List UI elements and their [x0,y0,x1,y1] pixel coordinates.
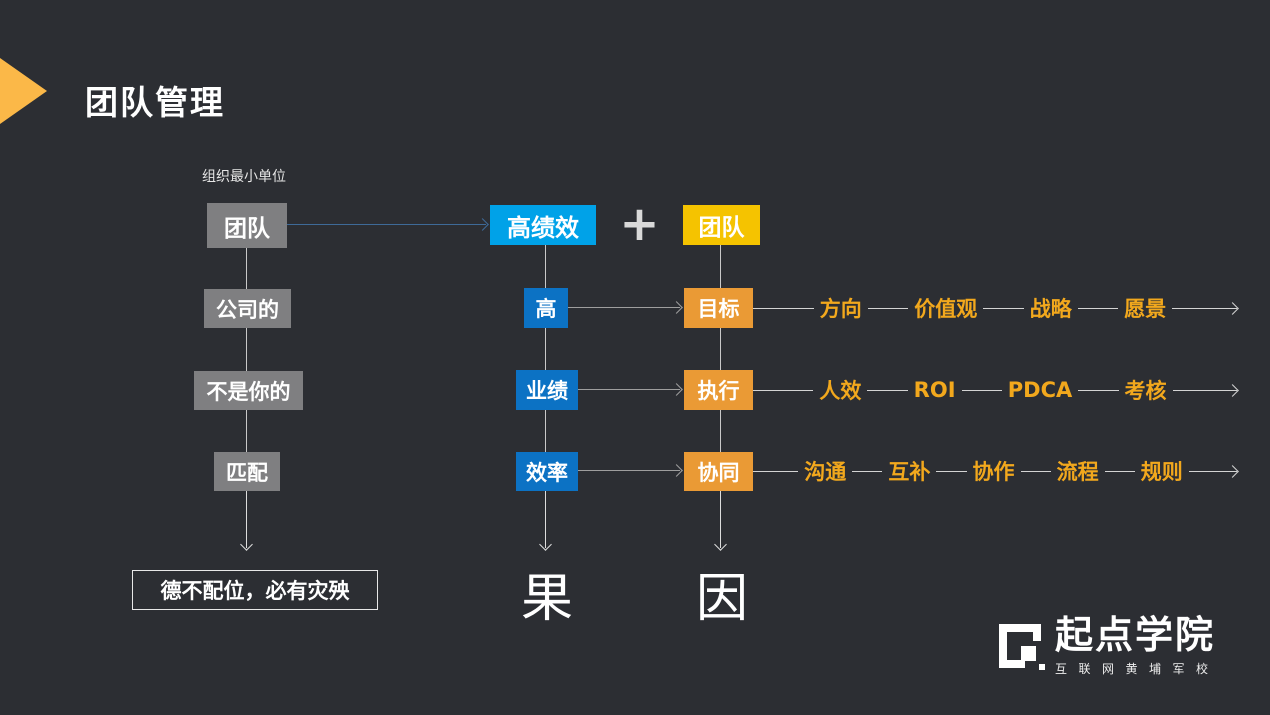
chain-word: 人效 [819,379,862,403]
down-arrow-icon [545,491,546,548]
chain-word: 沟通 [804,460,847,484]
connector-line [246,248,247,289]
chain-line [983,307,1024,309]
brand-logo: 起点学院 互联网黄埔军校 [997,613,1220,677]
chain-line [1078,389,1119,391]
accent-triangle-icon [0,58,47,124]
connector-line [246,328,247,371]
chain-arrow-icon [1188,470,1237,472]
connector-line [246,410,247,452]
arrow-efficiency-to-synergy-icon [578,470,680,471]
chain-word: 价值观 [914,297,978,321]
chain-row-goal: 方向 价值观 战略 愿景 [753,292,1237,324]
box-results: 业绩 [516,370,578,410]
connector-line [720,245,721,288]
chain-line [1077,307,1119,309]
chain-arrow-icon [1172,389,1237,391]
chain-line [852,470,883,472]
connector-line [720,328,721,370]
connector-line [545,328,546,370]
chain-line [1020,470,1051,472]
chain-line [753,389,814,391]
connector-line [545,410,546,452]
box-high: 高 [524,288,568,328]
chain-word: 愿景 [1124,297,1167,321]
chain-line [1104,470,1135,472]
box-match: 匹配 [214,452,280,491]
chain-word: PDCA [1007,378,1073,402]
box-team-right: 团队 [683,205,760,245]
logo-name: 起点学院 [1055,613,1216,657]
box-synergy: 协同 [684,452,753,491]
box-execution: 执行 [684,370,753,410]
annotation-label: 组织最小单位 [202,169,286,185]
chain-line [961,389,1002,391]
quote-box: 德不配位，必有灾殃 [132,570,378,610]
chain-line [867,307,909,309]
box-company: 公司的 [204,289,291,328]
plus-sign: + [619,196,660,252]
box-high-performance: 高绩效 [490,205,596,245]
chain-word: ROI [913,378,956,402]
down-arrow-icon [246,491,247,548]
chain-line [753,307,814,309]
chain-word: 协作 [972,460,1015,484]
chain-word: 战略 [1029,297,1072,321]
logo-tagline: 互联网黄埔军校 [1055,661,1220,676]
chain-line [936,470,967,472]
box-goal: 目标 [684,288,753,328]
chain-line [753,470,799,472]
arrow-results-to-execution-icon [578,389,680,390]
connector-line [720,410,721,452]
chain-row-synergy: 沟通 互补 协作 流程 规则 [753,455,1237,487]
arrow-high-to-goal-icon [568,307,680,308]
box-team-left: 团队 [207,203,287,248]
chain-word: 互补 [888,460,931,484]
label-effect: 果 [521,569,574,629]
chain-word: 考核 [1124,379,1167,403]
chain-row-execution: 人效 ROI PDCA 考核 [753,374,1237,406]
down-arrow-icon [720,491,721,548]
label-cause: 因 [696,569,749,629]
chain-line [867,389,908,391]
box-not-yours: 不是你的 [194,371,303,410]
box-efficiency: 效率 [516,452,578,491]
chain-arrow-icon [1172,307,1237,309]
chain-word: 流程 [1056,460,1099,484]
logo-mark-icon [999,624,1045,670]
arrow-team-to-performance-icon [287,224,486,225]
connector-line [545,245,546,288]
page-title: 团队管理 [85,83,225,122]
chain-word: 方向 [819,297,862,321]
chain-word: 规则 [1140,460,1183,484]
